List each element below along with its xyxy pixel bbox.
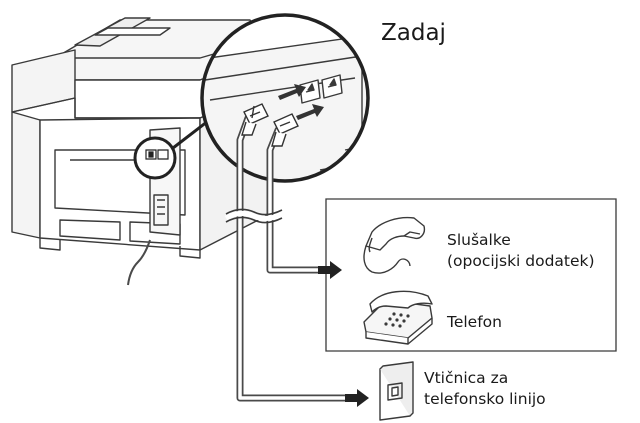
- telephone-label: Telefon: [447, 313, 502, 331]
- phone-plug-icon: [242, 104, 268, 135]
- handset-label: Slušalke (opocijski dodatek): [447, 231, 595, 270]
- phone-plug-icon-2: [272, 114, 298, 146]
- diagram-title: Zadaj: [381, 20, 446, 46]
- port-marker-detail: [146, 150, 168, 159]
- telephone-icon: [364, 291, 432, 344]
- cable-break-marks: [226, 209, 282, 222]
- handset-icon: [364, 218, 424, 273]
- power-cord: [128, 240, 150, 285]
- wall-jack-icon: [380, 362, 413, 420]
- cable-break-gap: [226, 213, 282, 218]
- arrow-right-icon: [318, 261, 342, 279]
- wall-jack-label: Vtičnica za telefonsko linijo: [424, 369, 546, 408]
- insert-arrows: [278, 84, 324, 120]
- arrow-right-icon-2: [345, 389, 369, 407]
